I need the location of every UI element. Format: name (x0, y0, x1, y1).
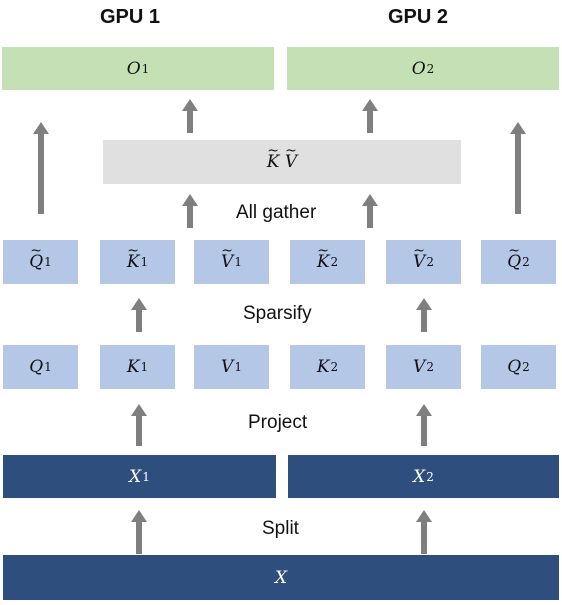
sparse-k1-sub: 1 (140, 255, 149, 269)
sparse-v2-label: V (413, 252, 425, 272)
proj-v2-label: V (413, 357, 426, 377)
output-o1-sub: 1 (141, 61, 150, 76)
proj-v1-label: V (221, 357, 234, 377)
split-x2-sub: 2 (426, 469, 434, 484)
input-x-box: X (3, 555, 559, 600)
arrow-kv-to-o1 (182, 99, 198, 133)
sparse-v1-box: V1 (194, 240, 269, 284)
gathered-v-label: V (285, 152, 297, 172)
proj-k2-sub: 2 (330, 360, 339, 374)
sparse-k2-sub: 2 (330, 255, 339, 269)
arrow-v2-gather (362, 194, 378, 228)
proj-q2-label: Q (507, 357, 522, 377)
sparse-k1-box: K1 (100, 240, 175, 284)
split-x1-label: X (129, 466, 142, 487)
output-o1-label: O (126, 58, 141, 79)
proj-k1-label: K (126, 357, 140, 377)
sparse-v1-label: V (221, 252, 233, 272)
proj-v2-sub: 2 (426, 360, 434, 374)
sparse-v1-sub: 1 (234, 255, 242, 269)
output-o2-label: O (411, 58, 426, 79)
stage-project-label: Project (248, 412, 308, 433)
sparse-v2-box: V2 (386, 240, 461, 284)
gathered-k-label: K (267, 152, 280, 172)
gathered-kv-box: K V (103, 140, 461, 184)
arrow-sparsify-k1 (131, 298, 147, 332)
arrow-project-v2 (416, 404, 432, 446)
proj-q2-sub: 2 (522, 360, 530, 374)
stage-split-label: Split (262, 518, 299, 539)
sparse-k2-label: K (317, 252, 330, 272)
stage-all-gather-label: All gather (236, 202, 317, 223)
arrow-q1-to-o1 (33, 122, 49, 214)
sparse-v2-sub: 2 (426, 255, 434, 269)
sparse-q1-label: Q (29, 252, 43, 272)
split-x2-label: X (413, 466, 426, 487)
sparse-q2-sub: 2 (522, 255, 530, 269)
gpu2-header: GPU 2 (388, 6, 449, 28)
sparse-q1-sub: 1 (44, 255, 52, 269)
sparse-k1-label: K (127, 252, 140, 272)
stage-sparsify-label: Sparsify (243, 303, 312, 324)
arrow-q2-to-o2 (510, 122, 526, 214)
sparse-q2-box: Q2 (481, 240, 556, 284)
arrow-k1-gather (182, 194, 198, 228)
proj-q1-label: Q (29, 357, 44, 377)
proj-v1-sub: 1 (234, 360, 242, 374)
arrow-kv-to-o2 (362, 99, 378, 133)
proj-q1-sub: 1 (44, 360, 52, 374)
sparse-q2-label: Q (507, 252, 521, 272)
output-o2-sub: 2 (426, 61, 435, 76)
arrow-split-x1 (131, 510, 147, 554)
proj-k1-sub: 1 (140, 360, 149, 374)
input-x-label: X (274, 567, 288, 588)
split-x1-sub: 1 (142, 469, 150, 484)
sparse-q1-box: Q1 (3, 240, 78, 284)
arrow-sparsify-v2 (416, 298, 432, 332)
proj-k2-label: K (316, 357, 330, 377)
arrow-split-x2 (416, 510, 432, 554)
arrow-project-k1 (131, 404, 147, 446)
sparse-k2-box: K2 (290, 240, 365, 284)
gpu1-header: GPU 1 (100, 6, 161, 28)
